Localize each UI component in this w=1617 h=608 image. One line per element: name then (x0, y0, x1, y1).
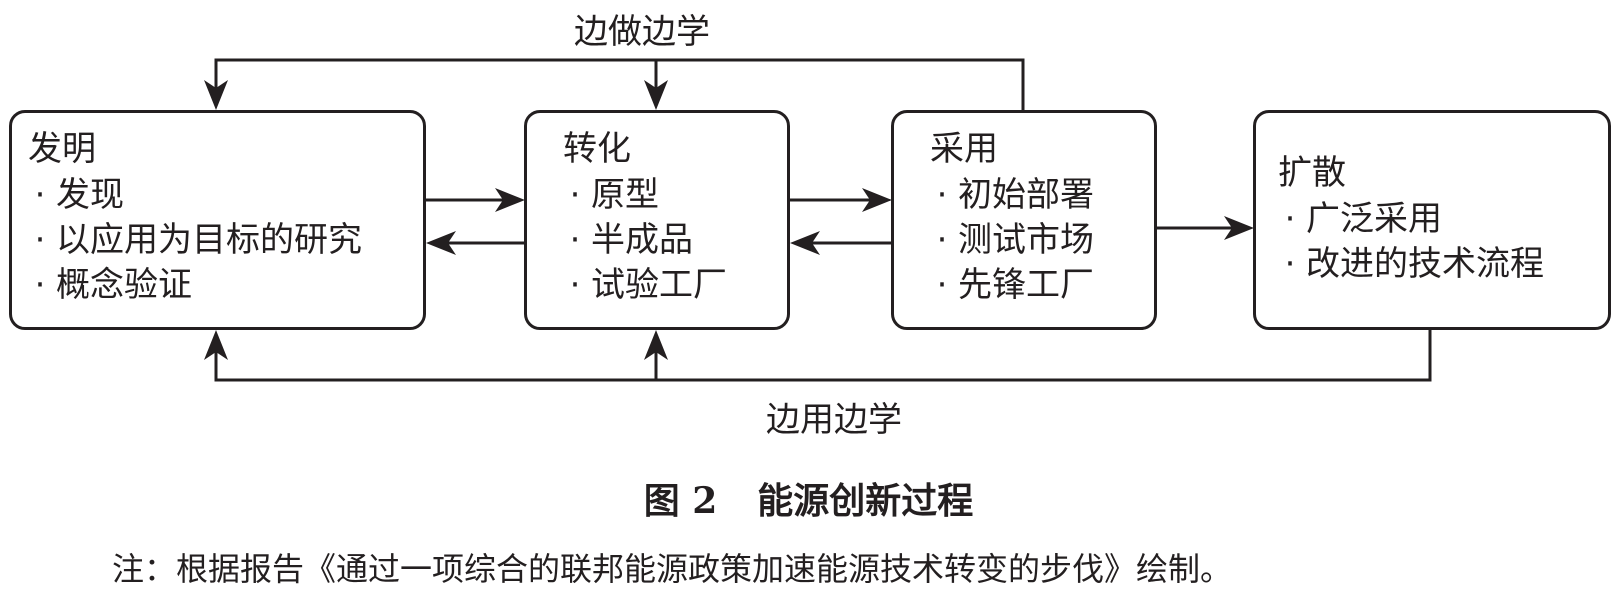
arrowhead-to-translation (495, 188, 525, 212)
arrowhead-top-translation (644, 80, 668, 110)
bullet-icon: · (569, 265, 581, 305)
list-item: ·概念验证 (24, 263, 362, 308)
stage-item-list: ·广泛采用 ·改进的技术流程 (1274, 197, 1544, 287)
learning-by-doing-label: 边做边学 (574, 12, 710, 52)
list-item: ·改进的技术流程 (1274, 242, 1544, 287)
bullet-icon: · (569, 220, 581, 260)
stage-box-invention: 发明 ·发现 ·以应用为目标的研究 ·概念验证 (9, 110, 426, 330)
list-item: ·试验工厂 (559, 263, 727, 308)
arrowhead-bottom-translation (644, 330, 668, 360)
stage-item-list: ·发现 ·以应用为目标的研究 ·概念验证 (24, 173, 362, 308)
bullet-icon: · (936, 265, 948, 305)
bullet-icon: · (569, 175, 581, 215)
list-item: ·原型 (559, 173, 727, 218)
list-item: ·以应用为目标的研究 (24, 218, 362, 263)
stage-title: 扩散 (1278, 153, 1346, 193)
arrowhead-to-adoption (862, 188, 892, 212)
bullet-icon: · (1284, 244, 1296, 284)
arrowhead-bottom-invention (204, 330, 228, 360)
arrowhead-to-diffusion (1224, 216, 1254, 240)
bullet-icon: · (34, 265, 46, 305)
stage-title: 采用 (930, 129, 998, 169)
stage-box-adoption: 采用 ·初始部署 ·测试市场 ·先锋工厂 (891, 110, 1157, 330)
list-item: ·测试市场 (926, 218, 1094, 263)
arrowhead-to-invention (426, 231, 456, 255)
list-item: ·初始部署 (926, 173, 1094, 218)
bullet-icon: · (34, 220, 46, 260)
list-item: ·半成品 (559, 218, 727, 263)
bullet-icon: · (936, 175, 948, 215)
stage-title: 转化 (563, 129, 631, 169)
stage-box-translation: 转化 ·原型 ·半成品 ·试验工厂 (524, 110, 790, 330)
stage-item-list: ·原型 ·半成品 ·试验工厂 (559, 173, 727, 308)
arrowhead-top-invention (204, 80, 228, 110)
figure-title: 能源创新过程 (757, 480, 974, 522)
stage-item-list: ·初始部署 ·测试市场 ·先锋工厂 (926, 173, 1094, 308)
stage-box-diffusion: 扩散 ·广泛采用 ·改进的技术流程 (1253, 110, 1611, 330)
source-note: 注：根据报告《通过一项综合的联邦能源政策加速能源技术转变的步伐》绘制。 (112, 550, 1233, 588)
learning-by-using-label: 边用边学 (766, 400, 902, 440)
bullet-icon: · (1284, 199, 1296, 239)
bullet-icon: · (34, 175, 46, 215)
figure-caption: 图 2 能源创新过程 (0, 472, 1617, 524)
list-item: ·先锋工厂 (926, 263, 1094, 308)
list-item: ·发现 (24, 173, 362, 218)
stage-title: 发明 (28, 129, 96, 169)
top-feedback-line (214, 58, 1025, 110)
figure-number: 图 2 (643, 480, 718, 522)
arrowhead-to-translation-back (790, 231, 820, 255)
list-item: ·广泛采用 (1274, 197, 1544, 242)
bottom-feedback-line (214, 330, 1432, 382)
bullet-icon: · (936, 220, 948, 260)
